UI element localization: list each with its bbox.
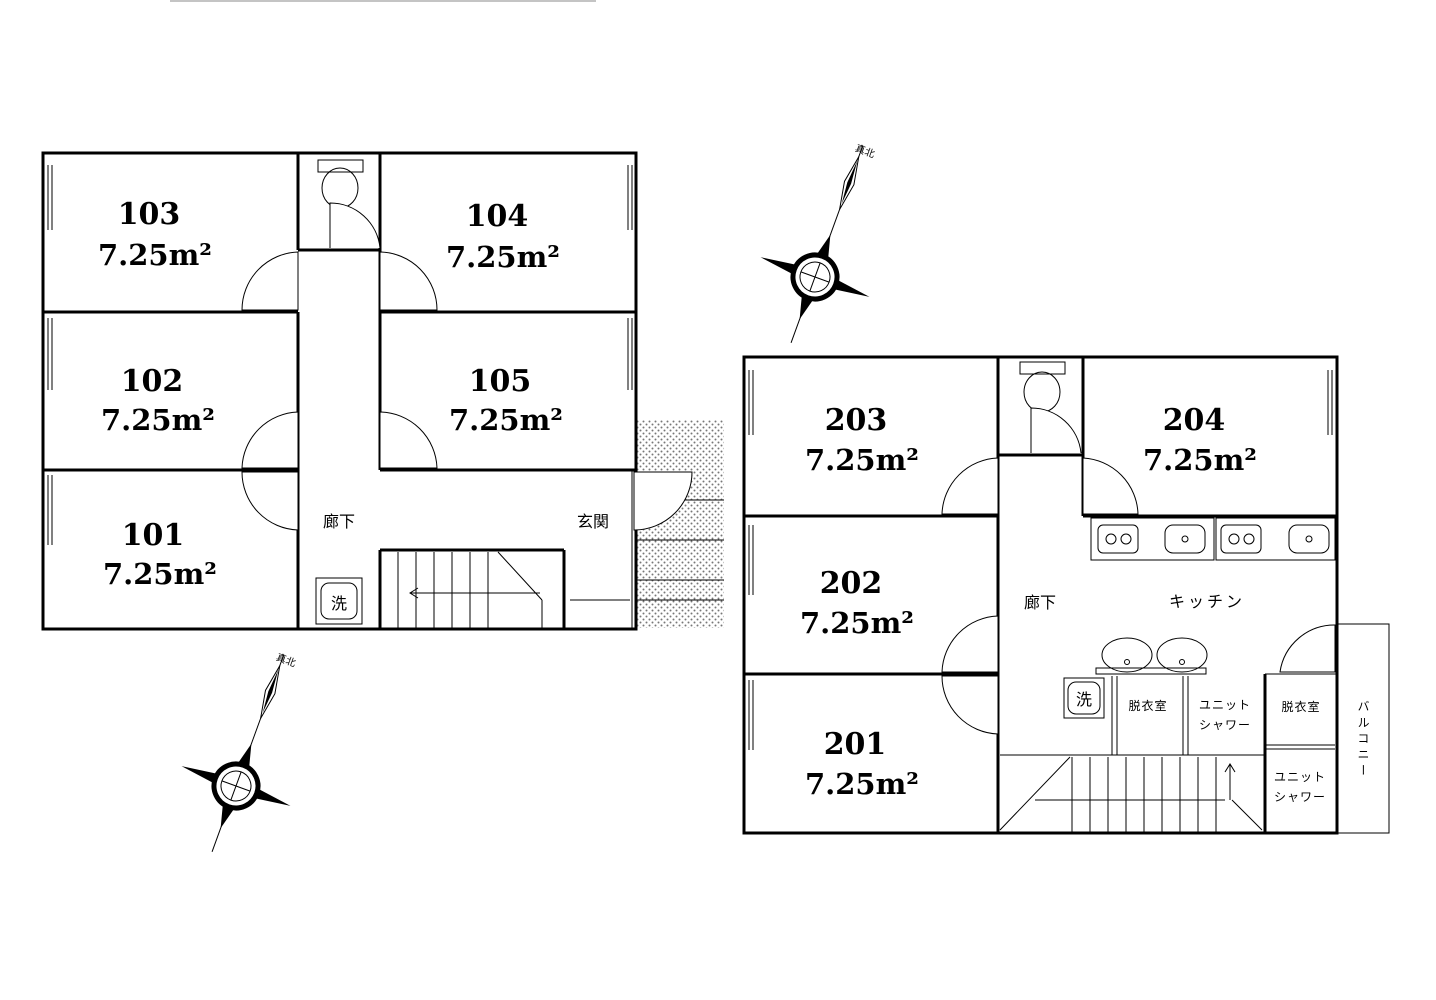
shower-2-label-line-2: シャワー — [1274, 790, 1326, 804]
wash-basins — [1095, 637, 1208, 675]
kitchen-label: キッチン — [1169, 592, 1245, 611]
entrance-door[interactable] — [633, 471, 693, 531]
door-201[interactable] — [941, 675, 999, 735]
door-102[interactable] — [241, 411, 299, 469]
door-101[interactable] — [241, 471, 299, 531]
room-102-area: 7.25m² — [101, 403, 215, 437]
entrance-label: 玄関 — [577, 512, 609, 531]
true-north-label-2: 真北 — [853, 142, 876, 161]
floor-2-plan: 洗 203 7.25m² 204 — [742, 355, 1390, 835]
kitchen-counter — [1090, 517, 1336, 561]
room-201-number: 201 — [824, 727, 887, 762]
true-north-label-1: 真北 — [274, 651, 297, 670]
washer-label: 洗 — [331, 594, 347, 613]
room-201-area: 7.25m² — [805, 767, 919, 801]
room-103-number: 103 — [118, 197, 181, 232]
stairs-floor-1 — [397, 551, 630, 629]
door-105[interactable] — [379, 411, 438, 469]
washer-box — [315, 577, 363, 625]
shower-2-label-line-1: ユニット — [1274, 770, 1326, 784]
balcony-door[interactable] — [1279, 624, 1336, 673]
washer-box-floor-2 — [1063, 677, 1105, 719]
compass-floor-1: 真北 — [181, 651, 298, 852]
balcony-label: バルコニー — [1356, 700, 1370, 780]
shower-1-label-line-2: シャワー — [1199, 718, 1251, 732]
room-202-number: 202 — [820, 566, 883, 601]
compass-floor-2: 真北 — [760, 142, 877, 343]
toilet-tank — [317, 159, 364, 173]
corridor-label-floor-2: 廊下 — [1024, 593, 1056, 612]
room-102-number: 102 — [121, 364, 184, 399]
room-105-number: 105 — [469, 364, 532, 399]
door-203[interactable] — [941, 457, 999, 515]
door-103[interactable] — [241, 251, 299, 311]
floor-2-outline — [742, 355, 1339, 835]
shower-1-label-line-1: ユニット — [1199, 698, 1251, 712]
room-103-area: 7.25m² — [98, 238, 212, 272]
toilet-icon — [321, 167, 359, 209]
toilet-icon-floor-2 — [1023, 371, 1061, 413]
corridor-label-floor-1: 廊下 — [323, 512, 355, 531]
door-202[interactable] — [941, 615, 999, 673]
room-104-area: 7.25m² — [446, 240, 560, 274]
room-204-area: 7.25m² — [1143, 443, 1257, 477]
dressing-room-1-label: 脱衣室 — [1128, 698, 1167, 713]
floor-1-outline — [41, 151, 638, 631]
room-104-number: 104 — [466, 199, 529, 234]
room-203-area: 7.25m² — [805, 443, 919, 477]
room-101-area: 7.25m² — [103, 557, 217, 591]
room-203-number: 203 — [825, 403, 888, 438]
door-204[interactable] — [1082, 457, 1139, 515]
room-204-number: 204 — [1163, 403, 1226, 438]
washer-label-floor-2: 洗 — [1076, 690, 1092, 709]
stairs-floor-2 — [999, 756, 1263, 833]
room-202-area: 7.25m² — [800, 606, 914, 640]
floor-1-plan: 洗 103 7.25m² 104 7.25m² 102 7.25m² 105 7… — [41, 151, 724, 631]
dressing-room-2-label: 脱衣室 — [1281, 699, 1320, 714]
room-105-area: 7.25m² — [449, 403, 563, 437]
room-101-number: 101 — [122, 518, 185, 553]
door-104[interactable] — [379, 251, 438, 311]
